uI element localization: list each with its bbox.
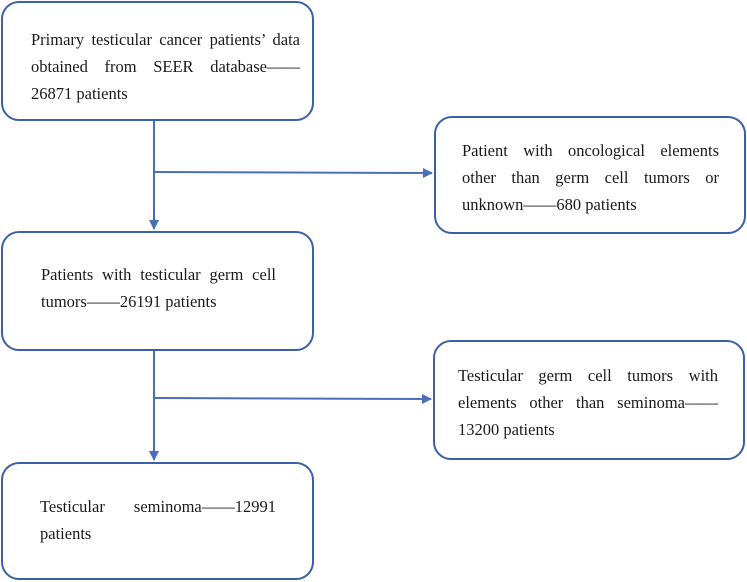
seminoma-cohort-text: Testicular seminoma——12991 patients bbox=[40, 497, 276, 543]
tgct-cohort-box: Patients with testicular germ cell tumor… bbox=[1, 231, 314, 351]
excluded-non-gct-box: Patient with oncological elements other … bbox=[434, 116, 746, 234]
excluded-non-seminoma-box: Testicular germ cell tumors with element… bbox=[433, 340, 745, 460]
primary-cohort-box: Primary testicular cancer patients’ data… bbox=[1, 1, 314, 121]
arrow-branch-to-excluded-non-seminoma bbox=[153, 393, 432, 404]
primary-cohort-text: Primary testicular cancer patients’ data… bbox=[31, 30, 300, 103]
tgct-cohort-text: Patients with testicular germ cell tumor… bbox=[41, 265, 276, 311]
excluded-non-gct-text: Patient with oncological elements other … bbox=[462, 141, 719, 214]
excluded-non-seminoma-text: Testicular germ cell tumors with element… bbox=[458, 366, 718, 439]
arrow-branch-to-excluded-non-gct bbox=[153, 167, 433, 178]
seminoma-cohort-box: Testicular seminoma——12991 patients bbox=[1, 462, 314, 580]
